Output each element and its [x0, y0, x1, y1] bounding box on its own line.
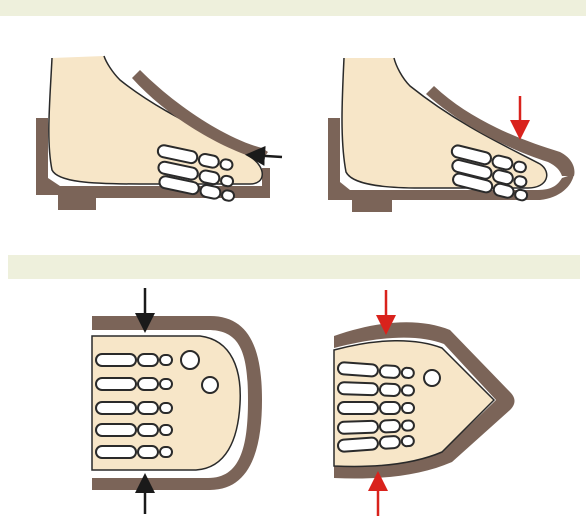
middle-band — [8, 255, 580, 279]
panel-top-pointed — [334, 290, 515, 516]
panel-side-fitted — [36, 56, 282, 210]
panel-side-tight — [328, 58, 574, 212]
panel-top-round — [92, 288, 262, 514]
top-band — [0, 0, 586, 16]
